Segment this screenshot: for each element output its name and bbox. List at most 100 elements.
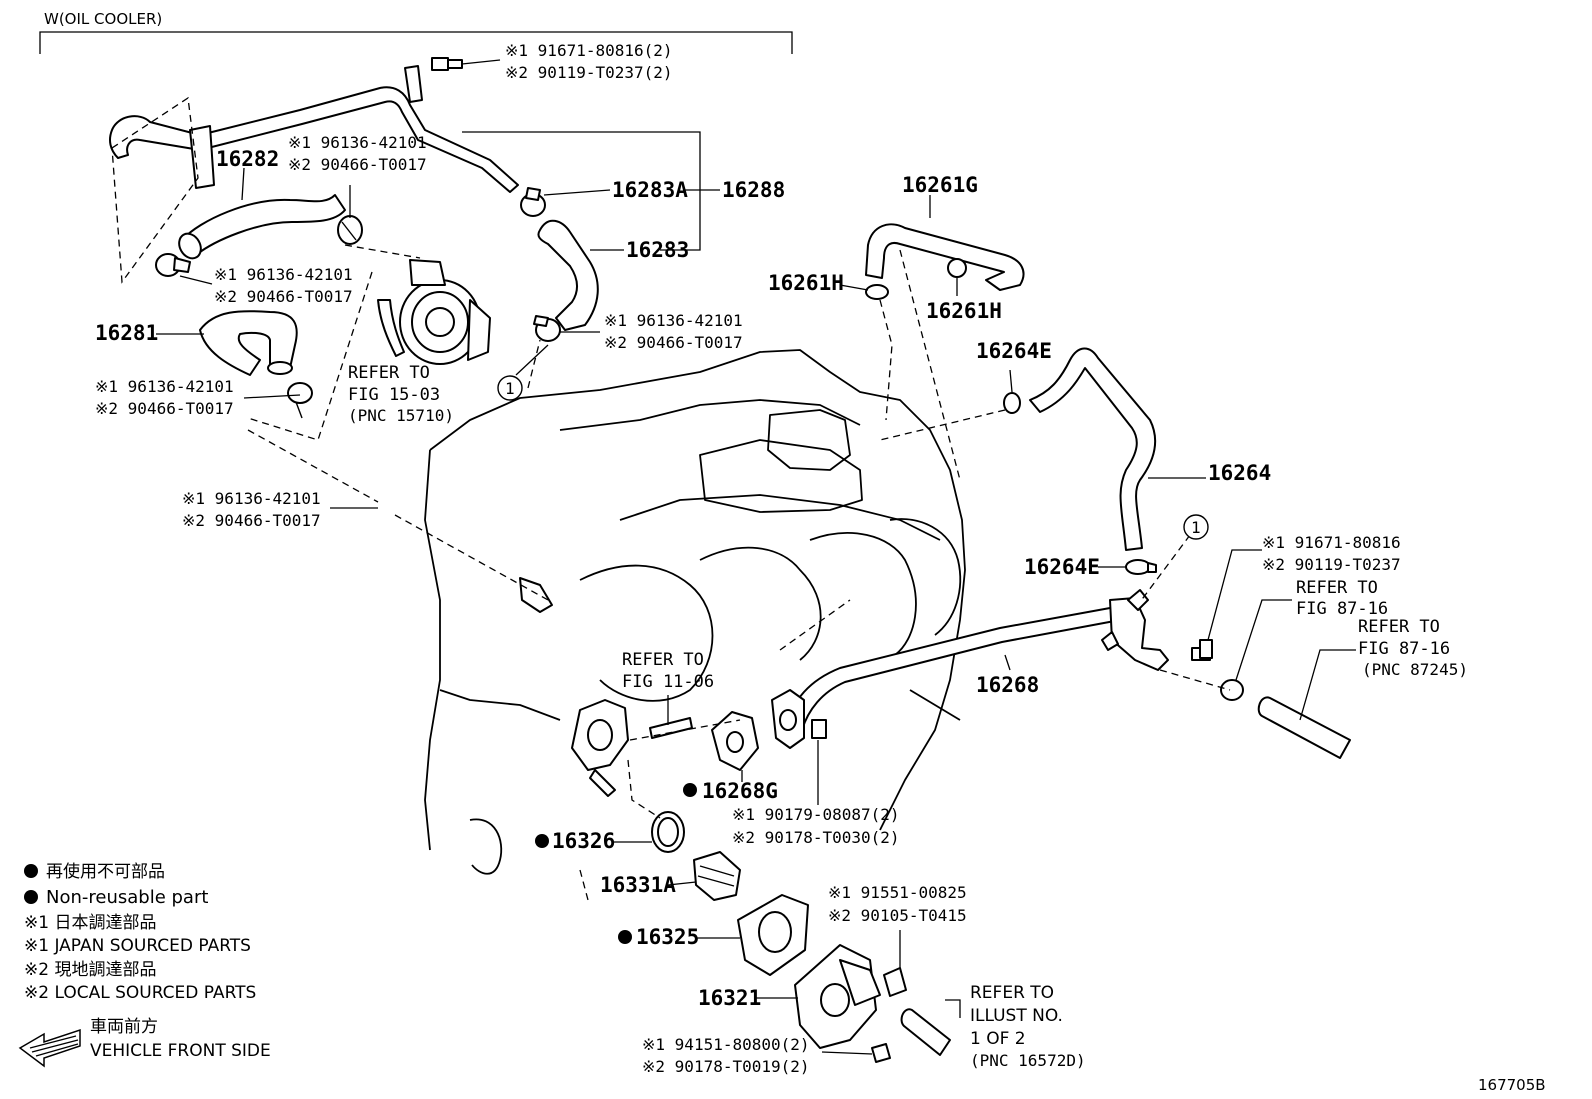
hose-16282-pipe [109, 65, 519, 193]
water-inlet-16321 [794, 944, 881, 1049]
sub-7b: ※2 90119-T0237 [1262, 555, 1401, 574]
legend-japan-jp: ※1 日本調達部品 [24, 913, 156, 933]
refer-11-06-a: REFER TO [622, 650, 704, 670]
sub-1b: ※2 90119-T0237(2) [505, 63, 673, 82]
legend: 再使用不可部品 Non-reusable part ※1 日本調達部品 ※1 J… [24, 861, 256, 1003]
vehicle-front-indicator: 車両前方 VEHICLE FRONT SIDE [18, 1017, 271, 1068]
legend-dot-jp [24, 864, 38, 878]
sub-4a: ※1 96136-42101 [604, 311, 743, 330]
label-16331A: 16331A [600, 873, 676, 897]
label-16288: 16288 [722, 178, 785, 202]
sub-8a: ※1 90179-08087(2) [732, 805, 900, 824]
sub-5a: ※1 96136-42101 [95, 377, 234, 396]
legend-non-reusable-jp: 再使用不可部品 [46, 861, 165, 882]
sub-2b: ※2 90466-T0017 [288, 155, 427, 174]
refer-16572D-d: (PNC 16572D) [970, 1051, 1086, 1070]
clamp-c [287, 382, 313, 419]
gasket-16268G [711, 711, 759, 771]
legend-dot-en [24, 890, 38, 904]
bolt-16321 [883, 967, 907, 997]
label-16283: 16283 [626, 238, 689, 262]
clamp-16261H-left [865, 284, 889, 300]
sub-9a: ※1 91551-00825 [828, 883, 967, 902]
sourced-part-numbers: ※1 91671-80816(2) ※2 90119-T0237(2) ※1 9… [95, 41, 1401, 1076]
svg-text:1: 1 [505, 379, 515, 398]
sub-6a: ※1 96136-42101 [182, 489, 321, 508]
clamp-16283A [520, 187, 546, 217]
label-16264E-bottom: 16264E [1024, 555, 1100, 579]
sub-3b: ※2 90466-T0017 [214, 287, 353, 306]
label-16283A: 16283A [612, 178, 688, 202]
clamp-16261H-right [947, 258, 967, 278]
label-16281: 16281 [95, 321, 158, 345]
clamp-16264E-bottom [1125, 559, 1157, 575]
leader-lines [156, 59, 1356, 1055]
bolt-top [431, 57, 463, 71]
clamp-16264E-top [1003, 392, 1021, 414]
sub-10b: ※2 90178-T0019(2) [642, 1057, 810, 1076]
clamp-right [1220, 679, 1244, 701]
label-16282: 16282 [216, 147, 279, 171]
bolt-right [1191, 639, 1213, 661]
refer-87245-c: (PNC 87245) [1362, 660, 1468, 679]
sub-4b: ※2 90466-T0017 [604, 333, 743, 352]
dashed-leaders [111, 96, 1231, 901]
sub-6b: ※2 90466-T0017 [182, 511, 321, 530]
refer-16572D-c: 1 OF 2 [970, 1029, 1026, 1049]
hose-16281 [199, 310, 298, 376]
sub-1a: ※1 91671-80816(2) [505, 41, 673, 60]
refer-15-03-b: FIG 15-03 [348, 385, 440, 405]
label-16264E-top: 16264E [976, 339, 1052, 363]
front-label-en: VEHICLE FRONT SIDE [90, 1041, 271, 1061]
hose-87245 [1257, 696, 1351, 759]
hose-16283 [537, 219, 599, 331]
sub-3a: ※1 96136-42101 [214, 265, 353, 284]
label-16264: 16264 [1208, 461, 1271, 485]
label-16268: 16268 [976, 673, 1039, 697]
circle-marker-1a: 1 [497, 375, 523, 401]
engine-block [424, 349, 966, 875]
label-16261H-left: 16261H [768, 271, 844, 295]
refer-87245-a: REFER TO [1358, 617, 1440, 637]
label-16326: 16326 [552, 829, 615, 853]
non-reusable-markers [535, 783, 697, 944]
gasket-16325 [737, 894, 809, 976]
pipe-16268 [785, 589, 1169, 731]
stud-bolt [649, 717, 693, 739]
section-bracket [39, 31, 793, 54]
legend-local-en: ※2 LOCAL SOURCED PARTS [24, 983, 256, 1003]
svg-text:1: 1 [1191, 518, 1201, 537]
hose-16572D [900, 1008, 951, 1056]
hose-16264 [1029, 347, 1157, 551]
flange [771, 689, 805, 749]
sub-9b: ※2 90105-T0415 [828, 906, 967, 925]
sub-7a: ※1 91671-80816 [1262, 533, 1401, 552]
clamp-b [155, 253, 191, 277]
gasket-16326 [651, 811, 685, 853]
label-16325: 16325 [636, 925, 699, 949]
refer-15-03-a: REFER TO [348, 363, 430, 383]
hose-16282 [178, 194, 346, 260]
clamp-a [337, 215, 363, 245]
hose-16261G [865, 223, 1025, 291]
legend-japan-en: ※1 JAPAN SOURCED PARTS [24, 936, 251, 956]
clamp-d [533, 315, 561, 342]
sub-5b: ※2 90466-T0017 [95, 399, 234, 418]
refer-16572D-a: REFER TO [970, 983, 1054, 1003]
refer-87245-b: FIG 87-16 [1358, 639, 1450, 659]
oil-cooler [377, 259, 491, 365]
legend-non-reusable-en: Non-reusable part [46, 887, 208, 908]
sub-10a: ※1 94151-80800(2) [642, 1035, 810, 1054]
refer-87-16-a: REFER TO [1296, 578, 1378, 598]
label-16268G: 16268G [702, 779, 778, 803]
sensor [519, 577, 553, 613]
section-title: W(OIL COOLER) [44, 10, 162, 28]
circle-marker-1b: 1 [1183, 514, 1209, 540]
label-16261H-right: 16261H [926, 299, 1002, 323]
bolt-flange [811, 719, 827, 739]
label-16321: 16321 [698, 986, 761, 1010]
sub-2a: ※1 96136-42101 [288, 133, 427, 152]
refer-15-03-c: (PNC 15710) [348, 406, 454, 425]
refer-notes: REFER TO FIG 15-03 (PNC 15710) REFER TO … [348, 363, 1468, 1070]
